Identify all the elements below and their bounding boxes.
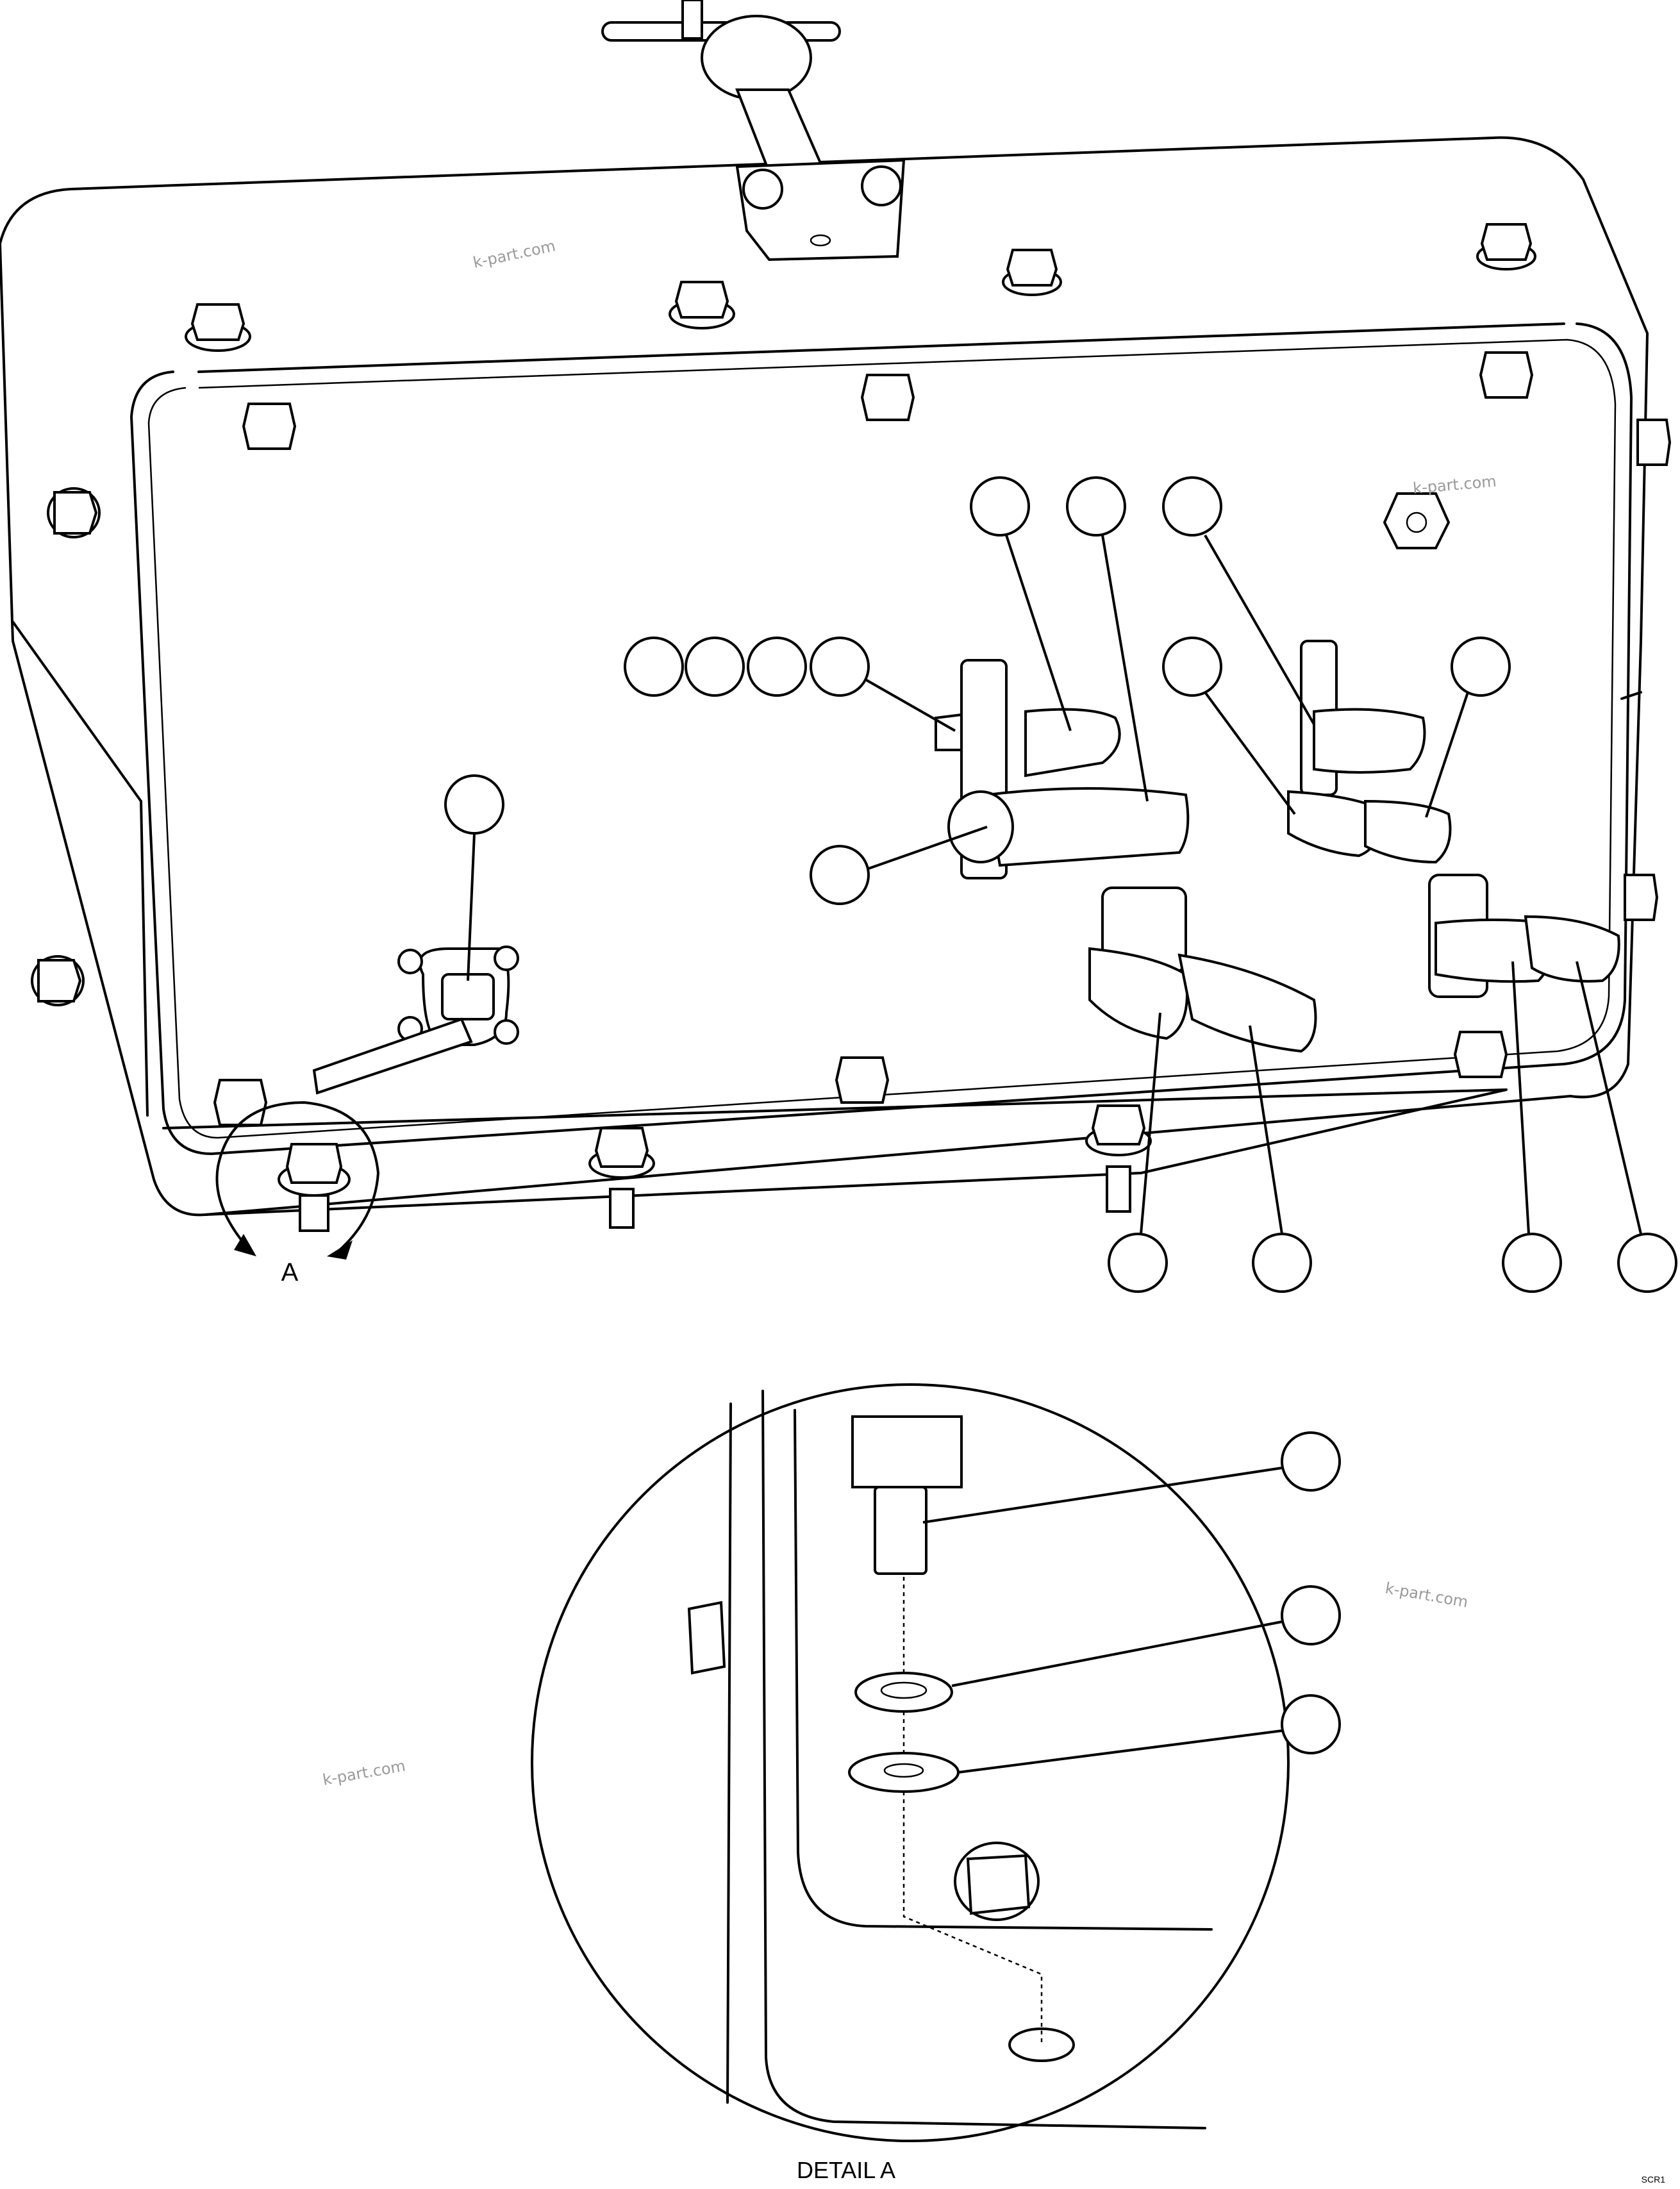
watermark: k-part.com: [471, 237, 557, 272]
bolt-group: [31, 223, 1672, 1232]
bolt: [278, 1143, 351, 1232]
bolt: [213, 1079, 268, 1126]
callout-bubble: [1162, 637, 1222, 697]
bolt: [47, 487, 101, 538]
bolt: [1636, 419, 1672, 466]
hose-clamp-lower-middle: [1088, 886, 1317, 1053]
hex-nut: [1383, 492, 1451, 549]
watermark: k-part.com: [321, 1757, 407, 1789]
callout-bubble: [1617, 1233, 1677, 1293]
bolt: [860, 374, 915, 421]
bolt: [1479, 351, 1534, 399]
callout-bubble: [624, 637, 684, 697]
callouts-main: [444, 476, 1677, 1293]
callout-bubble: [1162, 476, 1222, 537]
hose-clamp-lower-right: [1428, 874, 1620, 998]
watermark: k-part.com: [1412, 472, 1497, 497]
callout-bubble: [810, 845, 870, 905]
bolt: [1476, 223, 1536, 271]
callout-bubble: [747, 637, 807, 697]
hose-clamp-upper-left: [935, 659, 1190, 879]
electrical-connector: [312, 945, 519, 1095]
bolt: [1085, 1104, 1152, 1213]
bolt: [1453, 1031, 1508, 1078]
callout-bubble: [970, 476, 1030, 537]
callout-bubble: [1451, 637, 1511, 697]
bolt: [1624, 874, 1659, 921]
detail-title: DETAIL A: [797, 2157, 895, 2183]
bolt: [669, 281, 735, 329]
callout-bubble: [1281, 1694, 1341, 1754]
callout-bubble: [1066, 476, 1126, 537]
callout-bubble: [1281, 1585, 1341, 1645]
bolt: [1002, 249, 1062, 296]
callout-bubble: [1108, 1233, 1168, 1293]
bolt: [588, 1127, 655, 1229]
callout-bubble: [444, 774, 504, 835]
detail-marker-label: A: [281, 1258, 299, 1286]
callout-bubble: [1502, 1233, 1562, 1293]
detail-a-view: [531, 1383, 1341, 2142]
box-assembly: [0, 136, 1649, 1217]
callout-bubble: [1252, 1233, 1312, 1293]
bolt: [31, 955, 85, 1006]
hose-clamp-upper-right: [1287, 640, 1452, 864]
detail-a-marker: A: [215, 1101, 379, 1286]
bolt: [242, 403, 297, 450]
bolt: [185, 303, 251, 352]
callout-bubble: [1281, 1431, 1341, 1492]
hitch-mount: [601, 0, 906, 262]
callout-bubble: [685, 637, 745, 697]
watermark: k-part.com: [1384, 1579, 1470, 1611]
callout-bubble: [810, 637, 870, 697]
sheet-code: SCR1: [1642, 2174, 1666, 2185]
bolt: [835, 1056, 890, 1104]
